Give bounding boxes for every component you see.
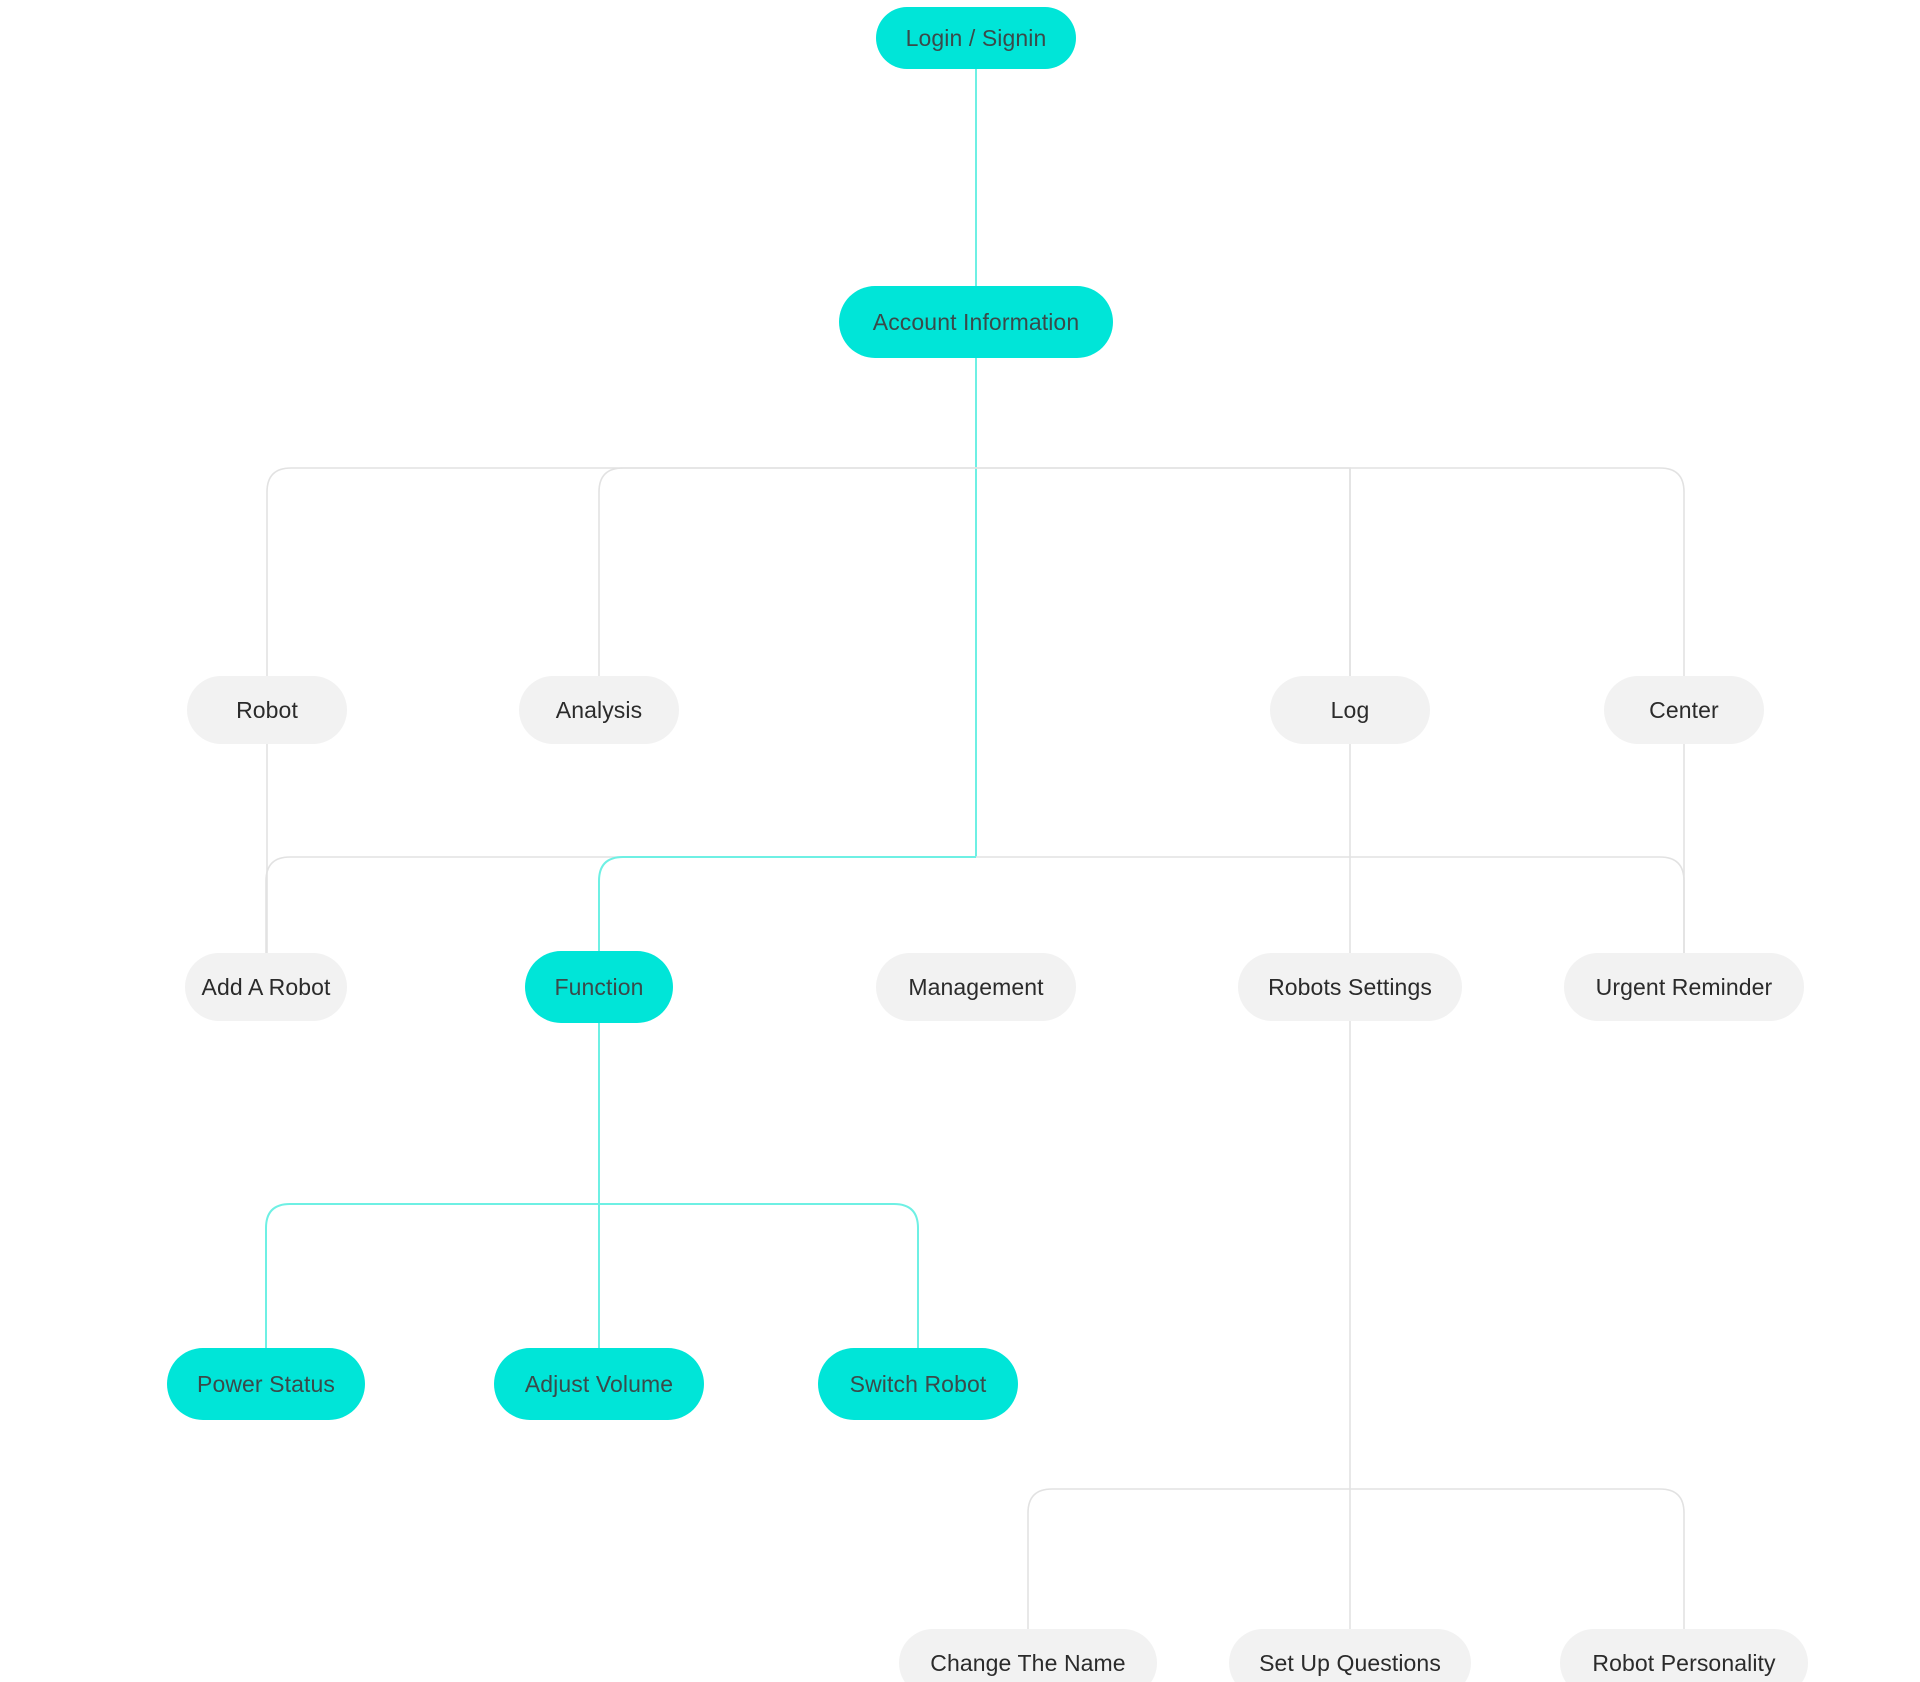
node-label-urgent-reminder: Urgent Reminder [1595,973,1773,1000]
node-center[interactable]: Center [1604,676,1764,744]
node-label-account: Account Information [872,308,1080,335]
connector-bus-level5-grey [1027,1488,1685,1629]
node-add-a-robot[interactable]: Add A Robot [185,953,347,1021]
node-account[interactable]: Account Information [839,286,1113,358]
node-switch-robot[interactable]: Switch Robot [818,1348,1018,1420]
node-label-robot: Robot [236,696,298,723]
node-function[interactable]: Function [525,951,673,1023]
connector-bus-level3-grey [265,856,1685,953]
node-label-set-up-questions: Set Up Questions [1259,1649,1441,1676]
node-analysis[interactable]: Analysis [519,676,679,744]
node-label-center: Center [1649,696,1719,723]
node-label-add-a-robot: Add A Robot [201,973,331,1000]
node-label-robots-settings: Robots Settings [1268,973,1432,1000]
node-set-up-questions[interactable]: Set Up Questions [1229,1629,1471,1682]
node-robot-personality[interactable]: Robot Personality [1560,1629,1808,1682]
node-power-status[interactable]: Power Status [167,1348,365,1420]
node-label-adjust-volume: Adjust Volume [524,1370,674,1397]
node-label-robot-personality: Robot Personality [1592,1649,1776,1676]
node-label-log: Log [1330,696,1370,723]
connector-bus-level3-accent [598,856,976,951]
node-label-power-status: Power Status [197,1370,335,1397]
connector-bus-level2-grey [266,467,1685,676]
connector-bus-level2-grey-analysis [598,467,1351,676]
node-label-management: Management [908,973,1044,1000]
node-management[interactable]: Management [876,953,1076,1021]
node-robot[interactable]: Robot [187,676,347,744]
node-label-change-the-name: Change The Name [930,1649,1126,1676]
node-label-login: Login / Signin [905,24,1047,51]
node-robots-settings[interactable]: Robots Settings [1238,953,1462,1021]
node-adjust-volume[interactable]: Adjust Volume [494,1348,704,1420]
node-login[interactable]: Login / Signin [876,7,1076,69]
node-label-switch-robot: Switch Robot [849,1370,987,1397]
connector-bus-level4-accent [265,1203,919,1348]
node-change-the-name[interactable]: Change The Name [899,1629,1157,1682]
node-log[interactable]: Log [1270,676,1430,744]
node-label-function: Function [554,973,644,1000]
node-urgent-reminder[interactable]: Urgent Reminder [1564,953,1804,1021]
node-label-analysis: Analysis [555,696,643,723]
